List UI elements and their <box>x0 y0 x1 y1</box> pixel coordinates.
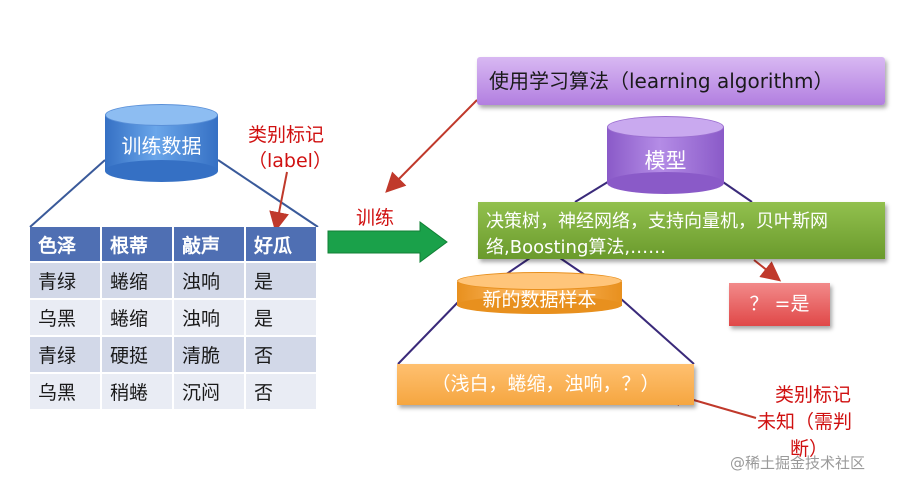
training-data-label: 训练数据 <box>121 134 202 158</box>
table-cell: 稍蜷 <box>102 372 174 409</box>
table-cell: 乌黑 <box>30 372 102 409</box>
table-cell: 浊响 <box>174 261 246 298</box>
watermark: @稀土掘金技术社区 <box>730 454 866 472</box>
training-cylinder-bottom <box>105 160 218 182</box>
model-cylinder-top <box>607 116 724 138</box>
table-row: 乌黑 稍蜷 沉闷 否 <box>30 372 318 409</box>
table-row: 乌黑 蜷缩 浊响 是 <box>30 298 318 335</box>
table-header-row: 色泽 根蒂 敲声 好瓜 <box>30 227 318 261</box>
result-box: ？ =是 <box>729 283 830 326</box>
table-cell: 青绿 <box>30 261 102 298</box>
table-cell: 乌黑 <box>30 298 102 335</box>
class-label-subtitle: （label） <box>248 150 332 172</box>
result-text: ？ =是 <box>749 293 810 315</box>
learning-algorithm-text: 使用学习算法（learning algorithm） <box>489 69 834 93</box>
table-cell: 蜷缩 <box>102 261 174 298</box>
training-arrow-label: 训练 <box>356 207 395 229</box>
model-label: 模型 <box>644 149 687 173</box>
algorithms-line-1: 决策树，神经网络，支持向量机，贝叶斯网 <box>486 211 828 232</box>
training-green-arrow <box>327 221 448 263</box>
table-cell: 沉闷 <box>174 372 246 409</box>
table-cell: 清脆 <box>174 335 246 372</box>
unknown-label-line-3: 断） <box>790 438 829 460</box>
training-cylinder-top <box>105 104 218 126</box>
learning-algorithm-box: 使用学习算法（learning algorithm） <box>477 57 885 105</box>
header-cell: 根蒂 <box>102 227 174 261</box>
header-cell: 色泽 <box>30 227 102 261</box>
sample-cone-left-line <box>397 297 463 365</box>
class-label-arrow <box>269 171 289 232</box>
table-row: 青绿 蜷缩 浊响 是 <box>30 261 318 298</box>
model-left-line <box>574 179 612 203</box>
model-cylinder-bottom <box>607 172 724 194</box>
new-sample-label: 新的数据样本 <box>482 289 597 311</box>
training-cone-left-line <box>29 159 106 228</box>
sample-values-text: （浅白，蜷缩，浊响，？） <box>431 373 660 395</box>
sample-cone-right-line <box>619 297 695 365</box>
unknown-label-line-2: 未知（需判 <box>757 411 853 433</box>
algorithm-to-training-arrow <box>385 99 478 193</box>
new-sample-cylinder-top <box>457 272 622 290</box>
algorithms-line-2: 络,Boosting算法,…… <box>486 237 667 258</box>
header-cell: 敲声 <box>174 227 246 261</box>
header-cell: 好瓜 <box>246 227 318 261</box>
model-right-line <box>719 179 753 203</box>
algorithms-box: 决策树，神经网络，支持向量机，贝叶斯网 络,Boosting算法,…… <box>478 202 885 259</box>
table-row: 青绿 硬挺 清脆 否 <box>30 335 318 372</box>
table-cell: 青绿 <box>30 335 102 372</box>
training-table: 色泽 根蒂 敲声 好瓜 青绿 蜷缩 浊响 是 乌黑 蜷缩 浊响 是 青绿 硬挺 … <box>30 227 318 409</box>
table-cell: 是 <box>246 298 318 335</box>
new-sample-cylinder-bottom <box>457 296 622 314</box>
table-cell: 否 <box>246 335 318 372</box>
algo-to-result-arrow <box>753 259 782 282</box>
table-cell: 浊响 <box>174 298 246 335</box>
training-cone-right-line <box>217 159 319 228</box>
sample-values-box: （浅白，蜷缩，浊响，？） <box>397 364 694 405</box>
table-cell: 蜷缩 <box>102 298 174 335</box>
table-cell: 硬挺 <box>102 335 174 372</box>
unknown-label-line-1: 类别标记 <box>775 384 852 406</box>
table-cell: 否 <box>246 372 318 409</box>
table-cell: 是 <box>246 261 318 298</box>
algo-sample-line-2 <box>559 257 586 276</box>
class-label-title: 类别标记 <box>248 124 325 146</box>
